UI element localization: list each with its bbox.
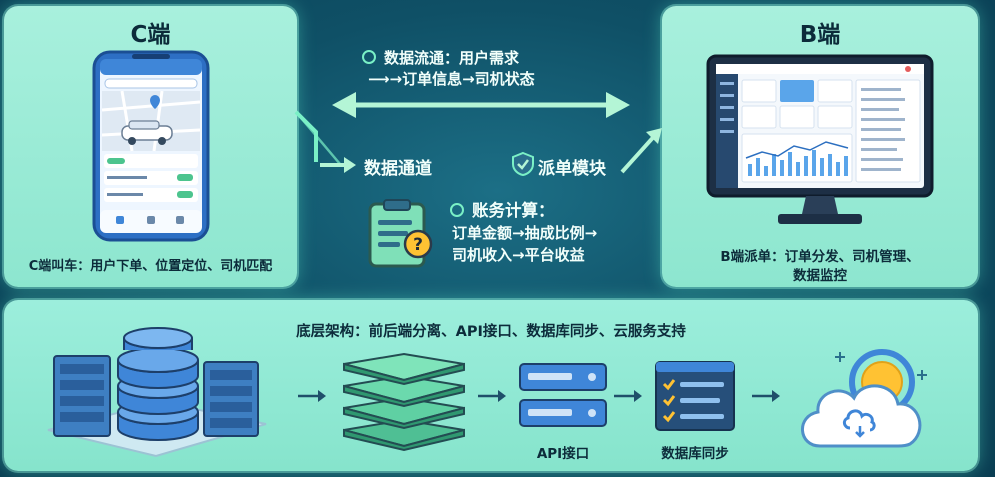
accounting-line2: 司机收入→平台收益: [452, 246, 585, 264]
flow-arrow-icon: [298, 390, 326, 402]
accounting-title: 账务计算：: [472, 201, 555, 220]
data-channel-arrow-icon: [320, 157, 356, 173]
monitor-illustration: [706, 54, 934, 224]
data-flow-line1: 数据流通：用户需求: [384, 49, 520, 67]
architecture-title: 底层架构：前后端分离、API接口、数据库同步、云服务支持: [296, 324, 686, 340]
c-side-panel: C端 C端叫车：用户下单、位置定位、司机匹配: [4, 6, 297, 287]
smartphone-illustration: [92, 50, 210, 242]
bullet-ring-icon: [450, 202, 464, 217]
data-flow-text: 数据流通：用户需求 ⟶→订单信息→司机状态: [362, 48, 535, 90]
b-side-caption-line1: B端派单：订单分发、司机管理、: [720, 249, 920, 265]
b-side-panel: B端 B端派单：订单分发、司机管理、: [662, 6, 978, 287]
database-sync-label: 数据库同步: [661, 446, 729, 462]
flow-arrow-icon: [478, 390, 506, 402]
api-label: API接口: [536, 446, 590, 462]
data-channel-label: 数据通道: [364, 159, 432, 179]
database-sync-checklist-icon: [655, 361, 735, 431]
database-server-cluster-icon: [47, 327, 267, 458]
server-stack-icon: [343, 352, 465, 452]
bullet-ring-icon: [362, 49, 376, 64]
b-side-caption-line2: 数据监控: [793, 268, 847, 284]
svg-text:?: ?: [413, 235, 423, 255]
shield-check-icon: [512, 151, 534, 177]
architecture-panel: 底层架构：前后端分离、API接口、数据库同步、云服务支持: [4, 300, 978, 471]
bidirectional-arrow-icon: [332, 92, 630, 118]
api-interface-icon: [519, 363, 607, 427]
dispatch-module-label: 派单模块: [538, 159, 606, 179]
dispatch-arrow-icon: [620, 128, 662, 174]
b-side-title: B端: [799, 22, 841, 48]
left-glow-connector-icon: [294, 110, 341, 165]
accounting-line1: 订单金额→抽成比例→: [452, 224, 598, 242]
flow-lead-arrow-icon: ⟶: [368, 70, 390, 88]
clipboard-question-icon: ?: [368, 199, 433, 268]
flow-arrow-icon: [614, 390, 642, 402]
accounting-block: 账务计算： 订单金额→抽成比例→ 司机收入→平台收益: [450, 200, 598, 266]
flow-arrow-icon: [752, 390, 780, 402]
data-flow-line2: →订单信息→司机状态: [389, 70, 535, 88]
c-side-title: C端: [130, 22, 171, 48]
c-side-caption: C端叫车：用户下单、位置定位、司机匹配: [28, 259, 273, 274]
cloud-service-icon: [801, 349, 927, 448]
